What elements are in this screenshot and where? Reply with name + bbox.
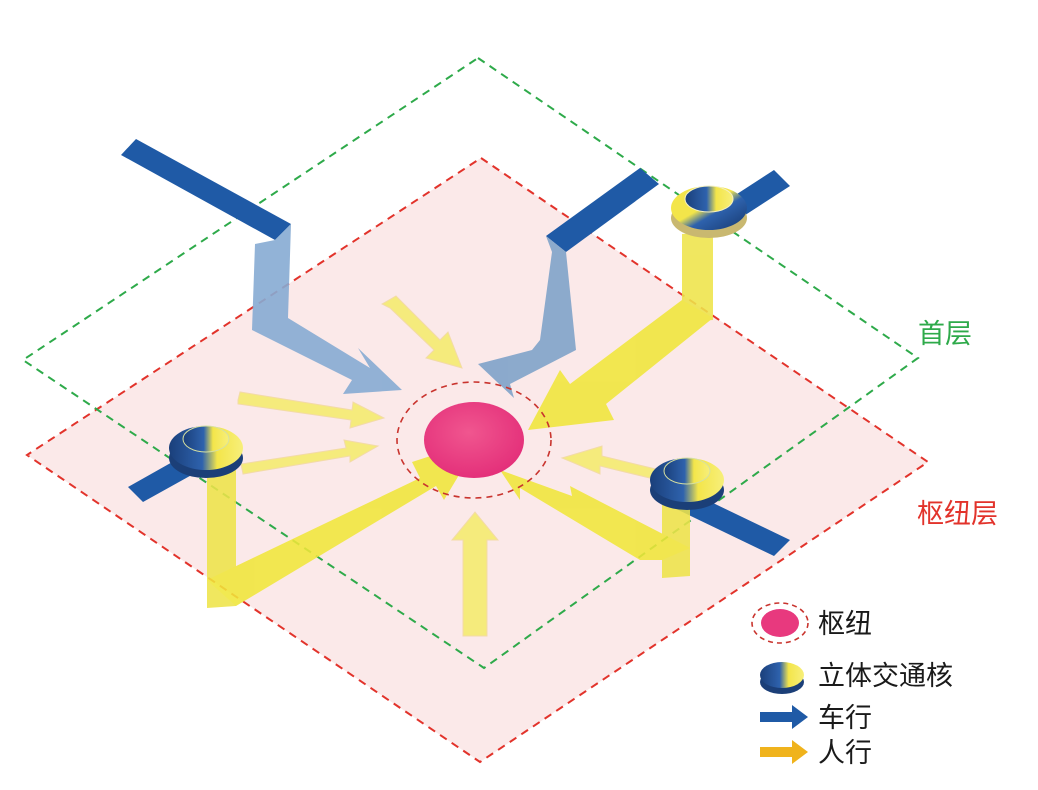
legend-vehicle-label: 车行 [818,703,872,734]
vehicle-ramp-northwest [252,224,402,394]
legend-core-swatch [760,662,804,688]
ground-layer-label: 首层 [918,319,972,350]
vehicle-road-north [546,168,659,252]
ground-layer-plane [21,56,920,670]
legend: 枢纽 立体交通核 车行 人行 [751,602,953,769]
pedestrian-arrow-east-core [500,470,690,560]
pedestrian-arrow-west-core [207,440,480,606]
pedestrian-arrow-top [380,295,463,369]
hub-boundary [396,381,552,499]
legend-item-core: 立体交通核 [760,661,953,694]
pedestrian-arrow-left-lower [240,439,380,475]
pedestrian-arrow-right [560,445,661,481]
transport-core-west [169,425,243,478]
pedestrian-arrow-bottom [450,511,500,637]
hub-circle [424,402,524,478]
vehicle-road-northwest [121,139,291,240]
pedestrian-flows [207,232,713,637]
pedestrian-shaft-northeast [682,232,713,322]
legend-pedestrian-arrow [760,740,808,764]
pedestrian-arrow-northeast-core [528,300,713,430]
legend-item-pedestrian: 人行 [760,738,872,769]
vehicle-ramps [252,224,576,398]
hub-node [396,381,552,499]
legend-hub-boundary [751,602,809,644]
legend-pedestrian-label: 人行 [818,738,872,769]
pedestrian-arrow-left-upper [237,391,386,429]
legend-item-hub: 枢纽 [751,602,872,644]
transport-core-northeast [671,185,747,238]
hub-layer-label: 枢纽层 [917,499,998,530]
legend-hub-swatch [761,609,799,637]
legend-item-vehicle: 车行 [760,703,872,734]
vehicle-ramp-north [478,236,576,398]
legend-hub-label: 枢纽 [818,609,872,640]
legend-vehicle-arrow [760,705,808,729]
legend-core-label: 立体交通核 [818,661,953,692]
transport-core-east [650,457,724,510]
